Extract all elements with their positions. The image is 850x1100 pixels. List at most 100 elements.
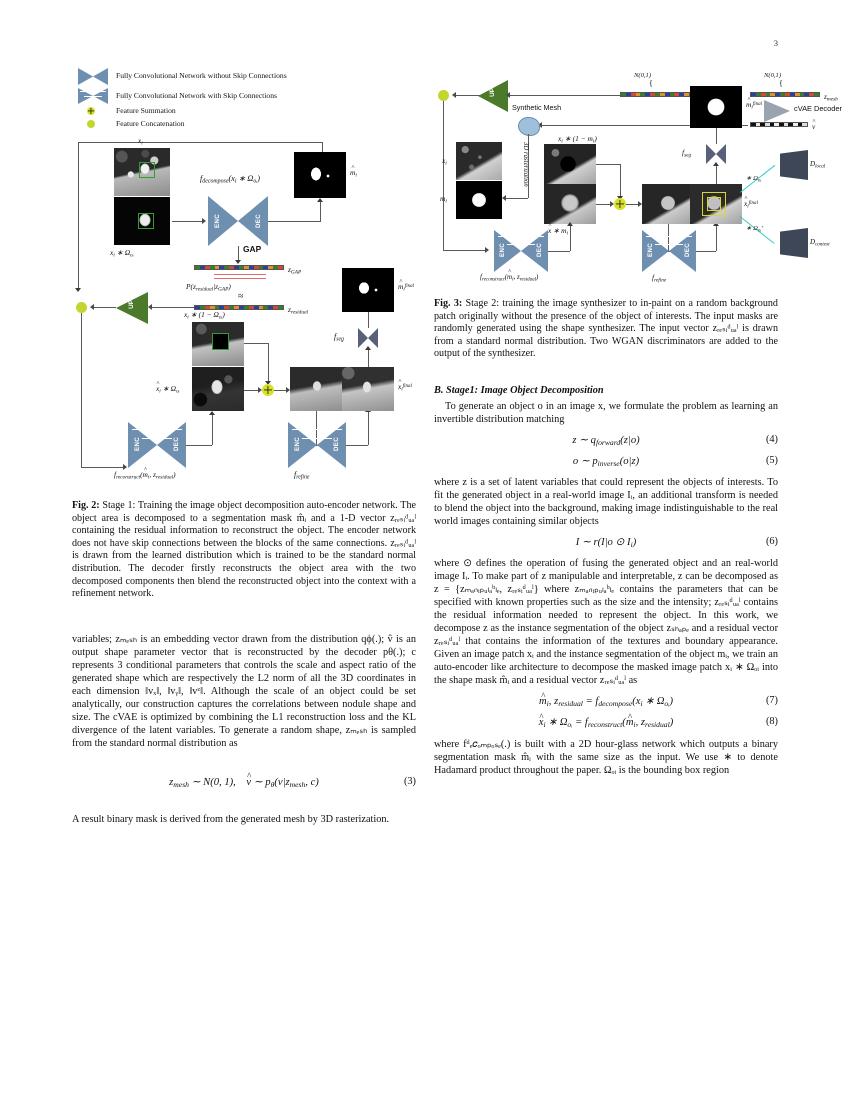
legend-label-3: Feature Concatenation <box>116 119 185 128</box>
image-inverse-mask-fig3 <box>544 144 596 184</box>
equation-4: z ∼ qforward(z|o) (4) <box>434 434 778 447</box>
image-m-final-fig3 <box>690 86 742 128</box>
equation-5-body: o ∼ pinverse(o|z) <box>572 456 640 469</box>
equation-8: xi ∗ Ωoᵢ = freconstruct(mi, zresidual) (… <box>434 716 778 729</box>
image-blended <box>290 367 342 411</box>
section-heading-b: B. Stage1: Image Object Decomposition <box>434 384 604 396</box>
label-m-i: mi <box>440 194 447 205</box>
enc-label: ENC <box>214 214 221 228</box>
label-z-residual: zresidual <box>288 305 309 316</box>
vector-z-residual-fig3 <box>620 92 690 97</box>
label-synthetic-mesh: Synthetic Mesh <box>512 103 562 112</box>
left-column: Fully Convolutional Network without Skip… <box>72 60 416 826</box>
summation-node-icon-fig3 <box>614 198 626 210</box>
bowtie-skip-icon <box>78 88 108 104</box>
equation-6-number: (6) <box>765 536 778 548</box>
label-recon-patch: xi ∗ Ωoᵢ <box>156 384 180 394</box>
equation-3-lhs: zmesh ∼ N(0, 1), v ∼ pθ(v|zmesh, c) <box>169 777 319 789</box>
right-column: UP zresidual N(0,1) { <box>434 60 842 777</box>
concat-node-icon-fig3 <box>438 90 449 101</box>
equation-3-number: (3) <box>403 775 416 787</box>
paragraph-mesh-variables: variables; zₘₑₛₕ is an embedding vector … <box>72 633 416 749</box>
figure-2-caption-text: Stage 1: Training the image object decom… <box>72 500 416 600</box>
label-f-reconstruct: freconstruct(mi, zresidual) <box>114 470 176 480</box>
image-masked-patch <box>114 197 170 245</box>
label-v-hat: v <box>812 122 815 131</box>
dec-label: DEC <box>255 214 262 228</box>
label-f-seg: fseg <box>334 332 344 343</box>
figure-3: UP zresidual N(0,1) { <box>434 60 842 283</box>
label-x-final-fig3: xifinal <box>744 199 758 209</box>
label-n01-residual: N(0,1) <box>634 72 652 79</box>
f-seg-network-icon <box>358 328 378 348</box>
figure-3-caption-text: Stage 2: training the image synthesizer … <box>434 298 778 360</box>
image-blended-fig3 <box>642 184 694 224</box>
feature-summation-icon <box>87 107 95 115</box>
figure-3-caption: Fig. 3: Stage 2: training the image synt… <box>434 298 778 361</box>
image-x-final <box>342 367 394 411</box>
brace-mesh-icon: { <box>779 79 783 88</box>
equation-7-number: (7) <box>765 695 778 707</box>
label-masked-patch: xi ∗ Ωoᵢ <box>110 248 134 259</box>
label-prob-distribution: P(zresidual|zGAP) <box>186 282 231 293</box>
image-m-hat <box>294 152 346 198</box>
paragraph-latent: where z is a set of latent variables tha… <box>434 477 778 528</box>
equation-5: o ∼ pinverse(o|z) (5) <box>434 455 778 468</box>
label-m-final: mifinal <box>398 282 414 292</box>
label-omega-local: ∗ Ωoᵢ <box>746 175 762 184</box>
equation-7-body: mi, zresidual = fdecompose(xi ∗ Ωoᵢ) <box>539 696 673 708</box>
cvae-decoder-icon <box>764 100 790 122</box>
label-n01-mesh: N(0,1) <box>764 72 782 79</box>
label-3d-rasterization: 3D rasterization <box>522 142 529 187</box>
reconstruct-network-icon: ENC DEC <box>128 422 186 468</box>
equation-4-body: z ∼ qforward(z|o) <box>572 434 640 448</box>
concat-node-icon <box>76 302 87 313</box>
summation-node-icon <box>262 384 274 396</box>
refine-network-icon: ENC DEC <box>288 422 346 468</box>
equation-6: I ∼ r(I|o ⊙ Ii) (6) <box>434 536 778 549</box>
label-f-seg-fig3: fseg <box>682 148 692 159</box>
equation-4-number: (4) <box>765 433 778 445</box>
image-m-final <box>342 268 394 312</box>
image-x-i <box>114 148 170 196</box>
label-x-final: xifinal <box>398 382 412 392</box>
equation-5-number: (5) <box>765 455 778 467</box>
enc-label-refine-fig3: ENC <box>647 243 654 257</box>
figure-2-caption-label: Fig. 2: <box>72 500 100 511</box>
paragraph-hourglass: where fᵈₑ𝑐ₒₘₚₒₛₑ(.) is built with a 2D h… <box>434 738 778 776</box>
image-m-i <box>456 181 502 219</box>
enc-label-fig3: ENC <box>499 243 506 257</box>
equation-8-body: xi ∗ Ωoᵢ = freconstruct(mi, zresidual) <box>539 717 674 729</box>
equation-7: mi, zresidual = fdecompose(xi ∗ Ωoᵢ) (7) <box>434 695 778 708</box>
label-m-final-fig3: mifinal <box>746 100 762 110</box>
feature-concatenation-icon <box>87 120 95 128</box>
paragraph-intro: To generate an object o in an image x, w… <box>434 400 778 425</box>
dec-label-refine: DEC <box>333 437 340 451</box>
reconstruct-network-icon-fig3: ENC DEC <box>494 230 548 272</box>
label-d-context: Dcontext <box>810 238 830 248</box>
label-omega-context: ∗ Ωoᵢ+ <box>746 224 765 234</box>
dec-label-fig3: DEC <box>536 243 543 257</box>
label-z-gap: zGAP <box>288 265 302 276</box>
vector-z-residual <box>194 305 284 310</box>
label-recon-x-m: x ∗ mi <box>548 226 568 236</box>
image-reconstructed-patch <box>192 367 244 411</box>
up-label: UP <box>128 300 135 309</box>
label-approx: ≈ <box>238 291 244 302</box>
enc-label-refine: ENC <box>294 437 301 451</box>
label-x-i: xi <box>138 136 143 147</box>
equation-6-body: I ∼ r(I|o ⊙ Ii) <box>575 537 637 550</box>
bowtie-no-skip-icon <box>78 68 108 85</box>
equation-3: zmesh ∼ N(0, 1), v ∼ pθ(v|zmesh, c) (3) <box>72 776 416 789</box>
label-f-decompose: fdecompose(xi ∗ Ωoᵢ) <box>200 174 260 185</box>
label-gap: GAP <box>243 244 262 254</box>
label-f-refine: frefine <box>294 470 310 481</box>
discriminator-context-icon <box>780 228 808 258</box>
image-x-i-fig3 <box>456 142 502 180</box>
image-x-final-fig3 <box>690 184 742 224</box>
enc-label-recon: ENC <box>134 437 141 451</box>
decompose-network-icon: ENC DEC <box>208 196 268 246</box>
vector-z-gap <box>194 265 284 270</box>
dec-label-recon: DEC <box>173 437 180 451</box>
